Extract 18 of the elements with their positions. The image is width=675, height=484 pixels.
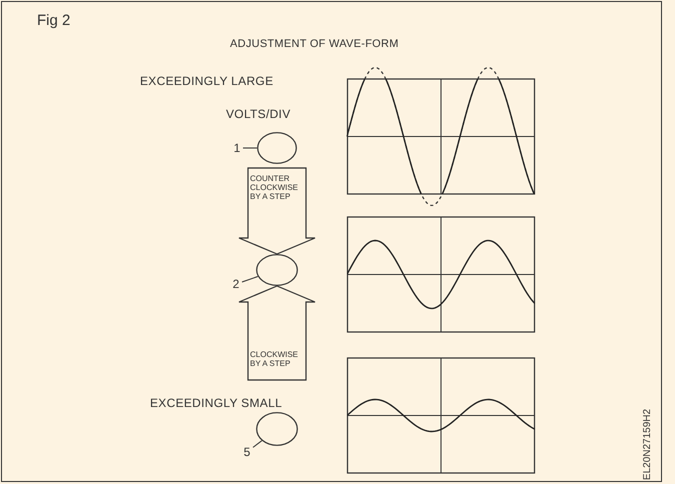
block-arrow	[238, 167, 316, 255]
knob-circle	[257, 132, 297, 164]
callout-number: 1	[231, 140, 243, 156]
setting-label: EXCEEDINGLY SMALL	[150, 395, 282, 412]
setting-label: EXCEEDINGLY LARGE	[140, 73, 274, 90]
title: ADJUSTMENT OF WAVE-FORM	[230, 37, 399, 52]
knob-circle	[256, 412, 298, 446]
edge-label: COUNTER CLOCKWISE BY A STEP	[250, 174, 300, 201]
drawing-code: EL20N27159H2	[642, 408, 654, 480]
callout-number: 5	[241, 444, 253, 460]
knob-circle	[256, 254, 298, 286]
block-arrow	[238, 285, 316, 381]
leader-line	[242, 276, 258, 282]
edge-label: CLOCKWISE BY A STEP	[250, 350, 300, 368]
leader-line	[252, 440, 262, 448]
callout-number: 2	[230, 276, 242, 292]
knob-label: VOLTS/DIV	[226, 106, 290, 123]
figure-number: Fig 2	[37, 11, 70, 31]
